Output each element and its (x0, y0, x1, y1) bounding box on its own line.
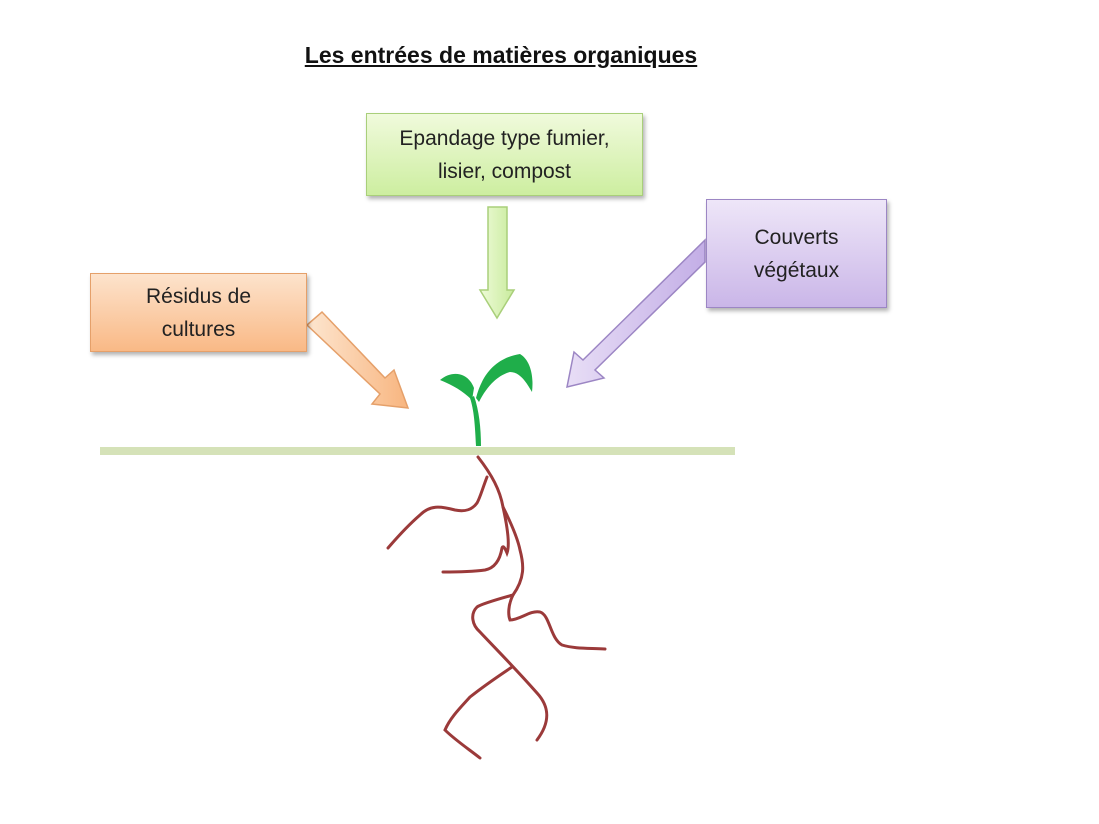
couverts-line1: Couverts (754, 225, 839, 249)
box-epandage: Epandage type fumier, lisier, compost (366, 113, 643, 196)
epandage-line2: lisier, compost (437, 159, 572, 183)
arrow-couverts (566, 238, 706, 389)
box-residus: Résidus de cultures (90, 273, 307, 352)
residus-line1: Résidus de (145, 284, 252, 308)
page-title: Les entrées de matières organiques (304, 42, 698, 68)
roots (386, 455, 607, 760)
arrow-residus (305, 310, 410, 409)
box-couverts: Couverts végétaux (706, 199, 887, 308)
couverts-line2: végétaux (753, 258, 840, 282)
plant-icon (440, 354, 533, 446)
arrow-epandage (478, 206, 516, 320)
residus-line2: cultures (161, 317, 236, 341)
soil-line (100, 447, 735, 455)
epandage-line1: Epandage type fumier, (399, 126, 610, 150)
